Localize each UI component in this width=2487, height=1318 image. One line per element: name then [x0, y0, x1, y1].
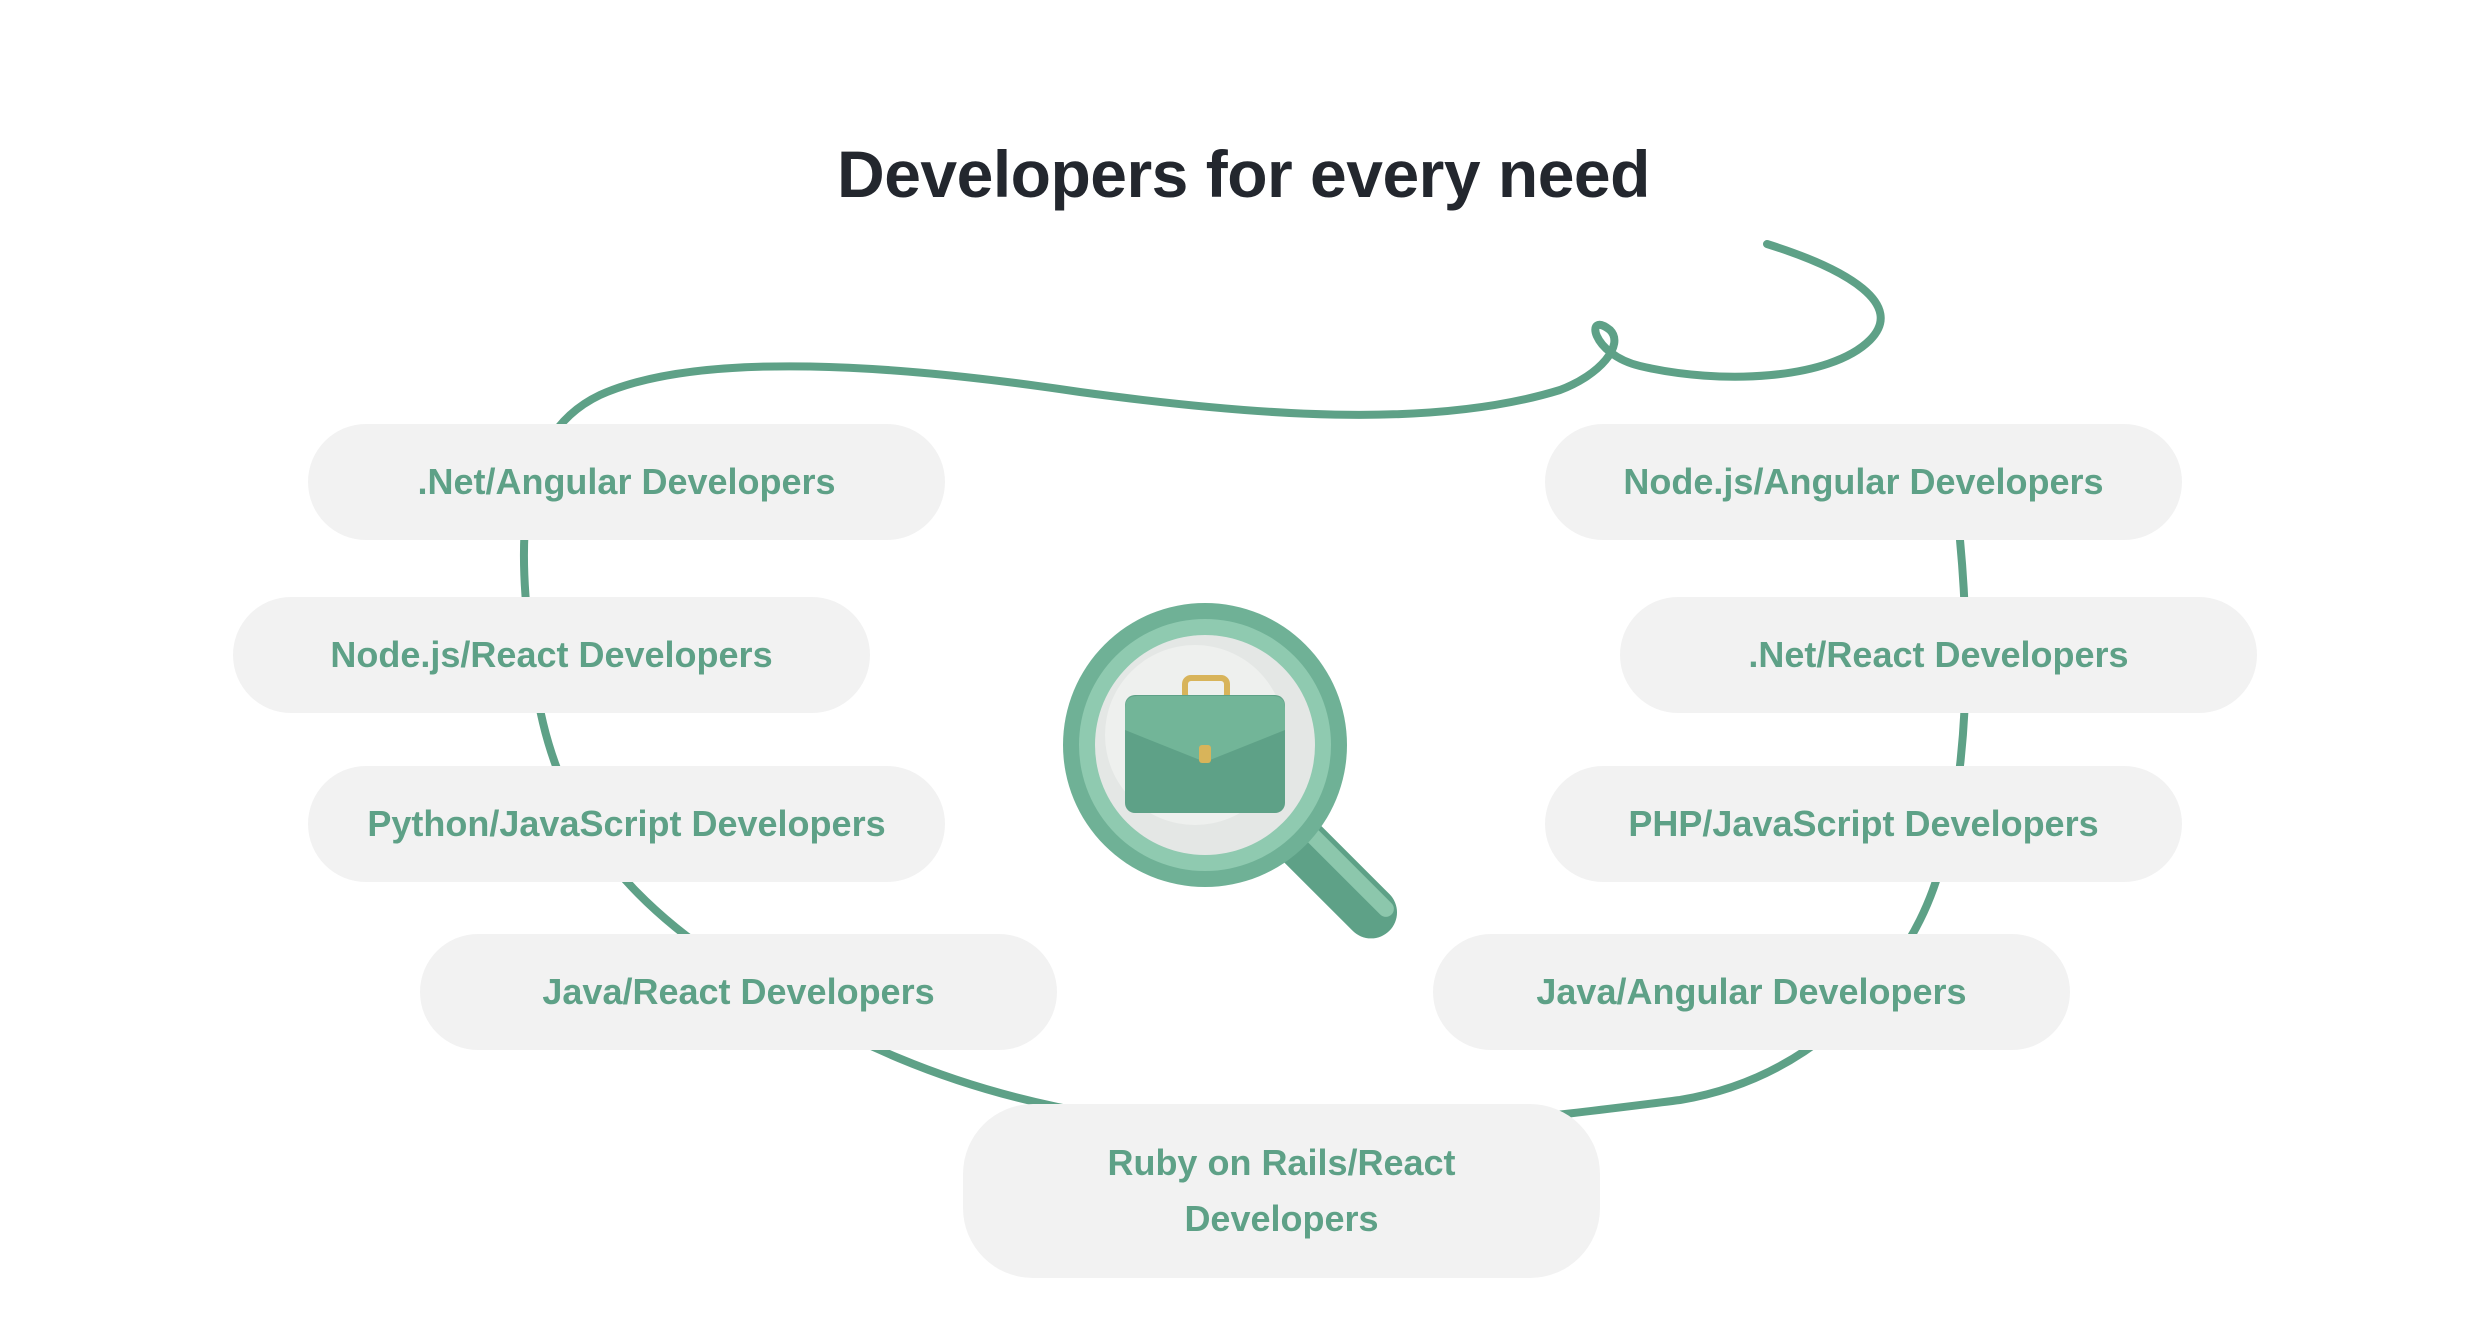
category-python-javascript[interactable]: Python/JavaScript Developers	[308, 766, 945, 882]
category-ruby-on-rails-react[interactable]: Ruby on Rails/React Developers	[963, 1104, 1600, 1278]
category-java-react[interactable]: Java/React Developers	[420, 934, 1057, 1050]
category-nodejs-react[interactable]: Node.js/React Developers	[233, 597, 870, 713]
category-java-angular[interactable]: Java/Angular Developers	[1433, 934, 2070, 1050]
category-nodejs-angular[interactable]: Node.js/Angular Developers	[1545, 424, 2182, 540]
category-php-javascript[interactable]: PHP/JavaScript Developers	[1545, 766, 2182, 882]
page-title: Developers for every need	[837, 137, 1650, 212]
category-net-react[interactable]: .Net/React Developers	[1620, 597, 2257, 713]
category-net-angular[interactable]: .Net/Angular Developers	[308, 424, 945, 540]
magnifier-briefcase-icon	[1063, 603, 1398, 939]
